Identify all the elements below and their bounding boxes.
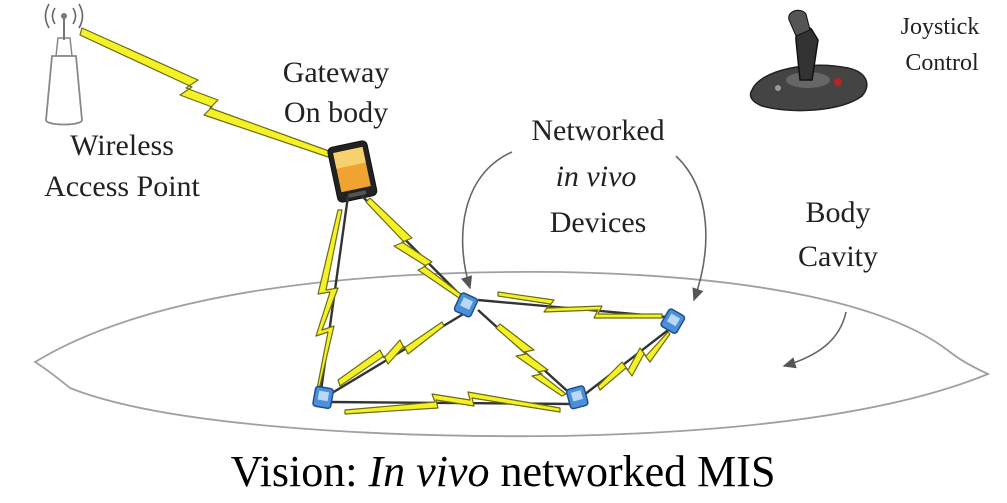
devices-label-line1: Networked bbox=[531, 114, 664, 147]
handheld-gateway-icon bbox=[327, 140, 378, 203]
in-vivo-device-icon bbox=[660, 308, 686, 334]
arrow-cavity bbox=[782, 311, 847, 369]
access-point-label-line2: Access Point bbox=[44, 170, 200, 203]
caption-emphasis: In vivo bbox=[368, 447, 490, 496]
joystick-label-line2: Control bbox=[905, 50, 979, 76]
caption-suffix: networked MIS bbox=[489, 447, 775, 496]
access-point-label-line1: Wireless bbox=[70, 129, 174, 162]
caption-prefix: Vision: bbox=[231, 447, 369, 496]
in-vivo-device-icon bbox=[453, 292, 479, 318]
in-vivo-device-icon bbox=[565, 385, 589, 410]
joystick-icon bbox=[749, 9, 868, 112]
cavity-label-line2: Cavity bbox=[798, 240, 878, 273]
wireless-access-point-icon bbox=[44, 3, 84, 126]
signal-gateway-left bbox=[315, 209, 343, 395]
in-vivo-device-icon bbox=[312, 385, 335, 410]
devices-label-line3: Devices bbox=[550, 206, 647, 239]
diagram-caption: Vision: In vivo networked MIS bbox=[231, 447, 776, 496]
signal-left-center bbox=[337, 321, 445, 387]
devices-label-line2: in vivo bbox=[556, 160, 637, 193]
body-cavity-outline bbox=[33, 270, 991, 438]
gateway-label-line1: Gateway bbox=[283, 56, 390, 89]
joystick-label-line1: Joystick bbox=[901, 14, 980, 40]
gateway-label-line2: On body bbox=[284, 96, 388, 129]
arrow-devices-center bbox=[461, 151, 513, 290]
signal-center-bottom bbox=[495, 323, 567, 397]
signal-bottom-right bbox=[597, 331, 671, 391]
cavity-label-line1: Body bbox=[805, 196, 870, 229]
link-device-bottom-right bbox=[579, 323, 677, 399]
arrow-devices-right bbox=[675, 155, 707, 302]
signal-left-bottom bbox=[344, 391, 561, 415]
signal-center-right bbox=[497, 291, 663, 319]
